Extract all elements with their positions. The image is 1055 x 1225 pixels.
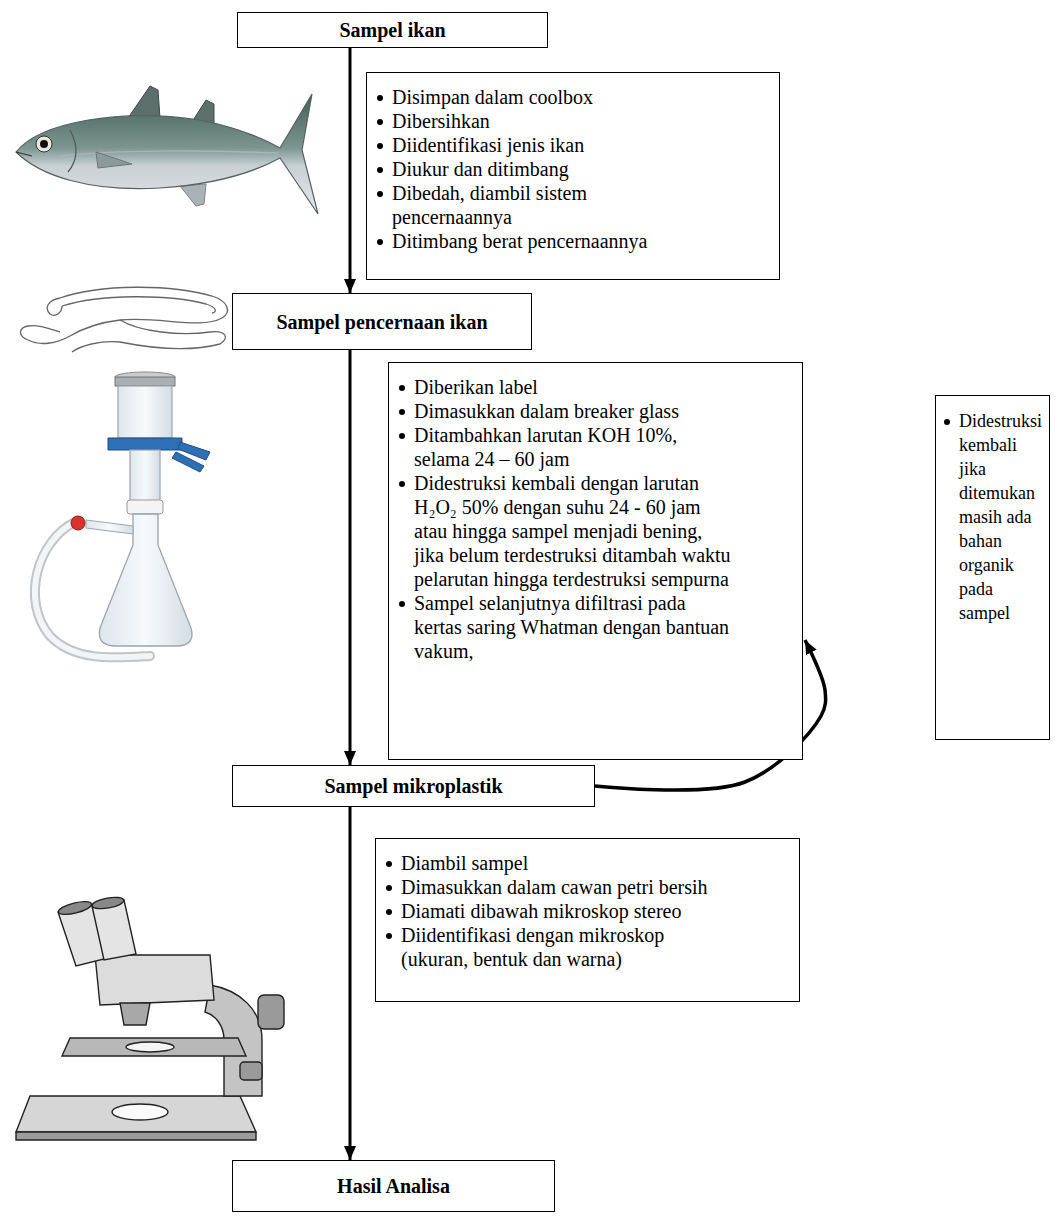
bullet-dot [377,143,383,149]
box-heading: Sampel mikroplastik [325,774,503,798]
bullet-text: Dimasukkan dalam breaker glass [414,399,679,423]
process-box: Sampel pencernaan ikan [232,293,532,350]
bullet-item: Didestruksi kembali dengan larutan H₂O₂ … [395,471,732,591]
bullet-item: Diamati dibawah mikroskop stereo [382,899,714,923]
bullet-item: Diberikan label [395,375,732,399]
bullet-text: Diidentifikasi jenis ikan [392,133,584,157]
bullet-item: Diambil sampel [382,851,714,875]
bullet-item: Ditimbang berat pencernaannya [373,229,709,253]
bullet-text: Ditambahkan larutan KOH 10%, selama 24 –… [414,423,732,471]
fish-illustration [16,86,318,214]
flow-arrow [349,807,352,1160]
bullet-text: Diukur dan ditimbang [392,157,569,181]
flow-arrow [349,350,352,765]
microscope-illustration [16,895,284,1140]
bullet-text: Didestruksi kembali jika ditemukan masih… [959,409,1045,625]
bullet-item: Diidentifikasi dengan mikroskop (ukuran,… [382,923,714,971]
bullet-dot [399,409,405,415]
bullet-item: Didestruksi kembali jika ditemukan masih… [940,409,1045,625]
step-list-box: Diberikan labelDimasukkan dalam breaker … [388,362,803,760]
bullet-text: Didestruksi kembali dengan larutan H₂O₂ … [414,471,732,591]
bullet-dot [377,239,383,245]
box-heading: Hasil Analisa [337,1174,450,1198]
bullet-dot [377,167,383,173]
bullet-text: Dibersihkan [392,109,490,133]
bullet-dot [377,191,383,197]
bullet-text: Ditimbang berat pencernaannya [392,229,647,253]
process-box: Hasil Analisa [232,1160,555,1212]
digestive-tract-illustration [21,287,228,352]
bullet-text: Sampel selanjutnya difiltrasi pada kerta… [414,591,732,663]
bullet-dot [399,433,405,439]
bullet-dot [386,933,392,939]
bullet-item: Dimasukkan dalam cawan petri bersih [382,875,714,899]
box-heading: Sampel pencernaan ikan [276,310,487,334]
bullet-item: Diidentifikasi jenis ikan [373,133,709,157]
note-box: Didestruksi kembali jika ditemukan masih… [935,395,1050,740]
bullet-dot [377,119,383,125]
bullet-dot [386,885,392,891]
flow-arrow [349,48,352,293]
bullet-item: Sampel selanjutnya difiltrasi pada kerta… [395,591,732,663]
process-box: Sampel mikroplastik [232,765,595,807]
bullet-dot [944,419,950,425]
bullet-item: Diukur dan ditimbang [373,157,709,181]
bullet-item: Disimpan dalam coolbox [373,85,709,109]
bullet-text: Dibedah, diambil sistem pencernaannya [392,181,709,229]
bullet-text: Diberikan label [414,375,538,399]
bullet-item: Dibedah, diambil sistem pencernaannya [373,181,709,229]
bullet-text: Diamati dibawah mikroskop stereo [401,899,682,923]
bullet-item: Dimasukkan dalam breaker glass [395,399,732,423]
bullet-text: Disimpan dalam coolbox [392,85,593,109]
process-box: Sampel ikan [237,12,548,48]
bullet-dot [399,481,405,487]
bullet-dot [377,95,383,101]
bullet-dot [386,861,392,867]
bullet-text: Diidentifikasi dengan mikroskop (ukuran,… [401,923,714,971]
bullet-dot [399,601,405,607]
bullet-item: Dibersihkan [373,109,709,133]
step-list-box: Disimpan dalam coolboxDibersihkanDiident… [366,72,780,280]
bullet-dot [399,385,405,391]
box-heading: Sampel ikan [339,18,445,42]
vacuum-filter-illustration [35,372,210,657]
step-list-box: Diambil sampelDimasukkan dalam cawan pet… [375,838,800,1002]
bullet-text: Dimasukkan dalam cawan petri bersih [401,875,708,899]
bullet-item: Ditambahkan larutan KOH 10%, selama 24 –… [395,423,732,471]
bullet-text: Diambil sampel [401,851,528,875]
bullet-dot [386,909,392,915]
